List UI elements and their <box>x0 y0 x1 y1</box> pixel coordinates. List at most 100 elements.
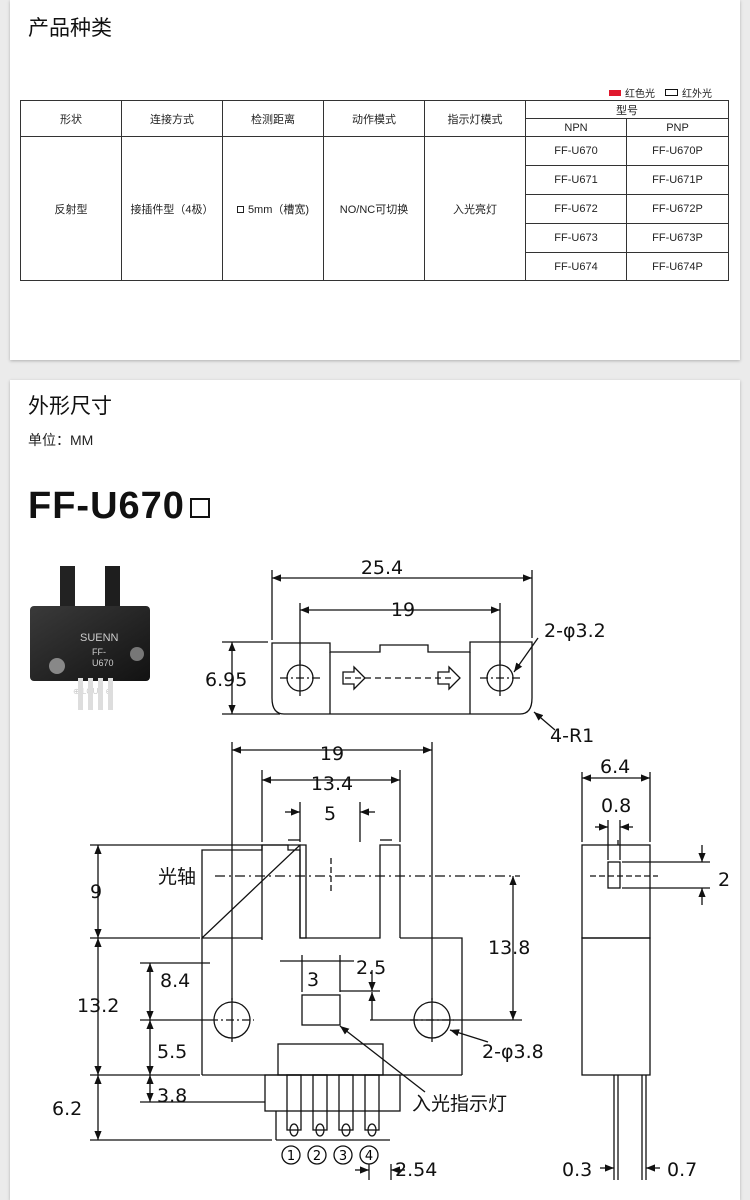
header-type: 型号 <box>525 100 729 119</box>
photo-arm-left <box>60 566 75 611</box>
front-arms <box>262 844 401 939</box>
photo-pin-3 <box>98 678 103 710</box>
front-body-right <box>400 937 463 1075</box>
section-title-product-types: 产品种类 <box>28 17 112 40</box>
connector-housing <box>264 1074 401 1112</box>
dim-side-0-7: 0.7 <box>667 1159 697 1181</box>
dimensions-panel: 外形尺寸 单位：MM FF-U670 SUENN FF- U670 ⊕ LOUT… <box>10 380 740 1200</box>
cell-npn-2: FF-U672 <box>525 194 627 224</box>
pin-marker-3 <box>333 1145 353 1165</box>
header-mode: 动作模式 <box>323 100 425 137</box>
cell-connection: 接插件型（4极） <box>121 136 223 281</box>
photo-pin-4 <box>108 678 113 710</box>
dim-top-total: 25.4 <box>361 557 403 579</box>
light-legend: 红色光 红外光 <box>609 85 712 100</box>
dim-front-2-5: 2.5 <box>356 957 386 979</box>
photo-model-line1: FF- <box>92 647 106 657</box>
header-indicator: 指示灯模式 <box>424 100 526 137</box>
photo-arm-right <box>105 566 120 611</box>
dim-front-slot: 5 <box>324 803 336 825</box>
cell-pnp-2: FF-U672P <box>626 194 729 224</box>
dim-side-0-3: 0.3 <box>562 1159 592 1181</box>
dim-front-13-8: 13.8 <box>488 937 530 959</box>
dim-pin-pitch: 2.54 <box>395 1159 437 1181</box>
red-light-swatch <box>609 89 621 96</box>
model-name: FF-U670 <box>28 485 185 527</box>
photo-brand: SUENN <box>80 632 119 644</box>
dim-top-height: 6.95 <box>205 669 247 691</box>
cell-npn-1: FF-U671 <box>525 165 627 195</box>
connector-block <box>277 1043 384 1076</box>
cell-npn-4: FF-U674 <box>525 252 627 281</box>
cell-npn-0: FF-U670 <box>525 136 627 166</box>
cell-npn-3: FF-U673 <box>525 223 627 253</box>
product-photo: SUENN FF- U670 ⊕ LOUT ⊖ <box>30 566 150 710</box>
header-npn: NPN <box>525 118 627 137</box>
dim-front-5-5: 5.5 <box>157 1041 187 1063</box>
pin-marker-1 <box>281 1145 301 1165</box>
arrow-right-icon <box>342 665 366 691</box>
dimension-drawing: 25.4 19 6.95 2-φ3.2 4-R1 19 13.4 5 光轴 9 … <box>52 557 730 1181</box>
dim-front-13-2: 13.2 <box>77 995 119 1017</box>
section-title-dimensions: 外形尺寸 <box>28 395 112 418</box>
label-front-hole: 2-φ3.8 <box>482 1041 544 1063</box>
dim-front-9: 9 <box>90 881 102 903</box>
header-pnp: PNP <box>626 118 729 137</box>
front-body-left <box>201 844 307 940</box>
side-window <box>607 861 621 889</box>
model-suffix-box-icon <box>189 498 210 518</box>
dim-side-6-4: 6.4 <box>600 756 630 778</box>
red-light-label: 红色光 <box>625 89 655 100</box>
pin-number-4: 4 <box>365 1149 373 1164</box>
dim-front-width: 19 <box>320 743 344 765</box>
top-view <box>222 570 556 731</box>
pins <box>275 1074 390 1141</box>
label-top-hole: 2-φ3.2 <box>544 620 606 642</box>
cell-mode: NO/NC可切换 <box>323 136 425 281</box>
side-view <box>581 772 710 1180</box>
dim-front-inner: 13.4 <box>311 773 353 795</box>
side-lower-body <box>581 937 651 1076</box>
pin-number-2: 2 <box>313 1149 321 1164</box>
photo-hole-left <box>49 658 65 674</box>
pin-number-3: 3 <box>339 1149 347 1164</box>
dim-front-3-8: 3.8 <box>157 1085 187 1107</box>
cell-distance-text: 5mm（槽宽) <box>247 203 310 216</box>
infrared-label: 红外光 <box>682 89 712 100</box>
infrared-swatch <box>665 89 678 96</box>
header-distance: 检测距离 <box>222 100 324 137</box>
cell-indicator: 入光亮灯 <box>424 136 526 281</box>
dim-front-6-2: 6.2 <box>52 1098 82 1120</box>
cell-pnp-3: FF-U673P <box>626 223 729 253</box>
product-spec-table: 形状 连接方式 检测距离 动作模式 指示灯模式 型号 NPN PNP 反射型 接… <box>20 100 729 281</box>
dim-side-0-8: 0.8 <box>601 795 631 817</box>
dim-top-holes: 19 <box>391 599 415 621</box>
front-view <box>90 742 522 1180</box>
dim-front-8-4: 8.4 <box>160 970 190 992</box>
side-upper-body <box>581 844 651 939</box>
led-window <box>301 994 341 1026</box>
dim-front-3: 3 <box>307 969 319 991</box>
arrow-right-icon <box>437 665 461 691</box>
model-title: FF-U670 <box>28 485 210 528</box>
header-connection: 连接方式 <box>121 100 223 137</box>
square-icon <box>236 206 244 214</box>
label-radius: 4-R1 <box>550 725 594 747</box>
cell-pnp-4: FF-U674P <box>626 252 729 281</box>
pin-number-1: 1 <box>287 1149 295 1164</box>
cell-distance: 5mm（槽宽) <box>222 136 324 281</box>
photo-model-line2: U670 <box>92 658 114 668</box>
dim-side-2: 2 <box>718 869 730 891</box>
pin-marker-2 <box>307 1145 327 1165</box>
product-types-panel: 产品种类 红色光 红外光 形状 连接方式 检测距离 动作模式 指示灯模式 型号 … <box>10 0 740 360</box>
cell-shape: 反射型 <box>20 136 122 281</box>
label-optical-axis: 光轴 <box>158 866 196 888</box>
header-shape: 形状 <box>20 100 122 137</box>
cell-pnp-1: FF-U671P <box>626 165 729 195</box>
cell-pnp-0: FF-U670P <box>626 136 729 166</box>
top-view-outline <box>271 641 533 715</box>
photo-hole-right <box>130 647 144 661</box>
photo-pin-2 <box>88 678 93 710</box>
unit-label: 单位：MM <box>28 432 94 448</box>
photo-pin-1 <box>78 678 83 710</box>
